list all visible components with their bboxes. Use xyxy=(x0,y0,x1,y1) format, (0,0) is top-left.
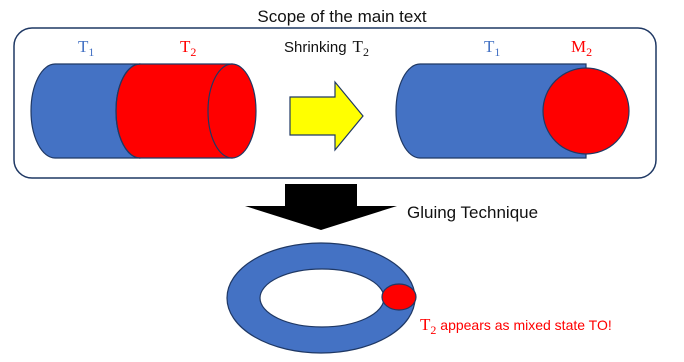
label-t2: T2 xyxy=(180,37,196,59)
end-cap xyxy=(207,63,257,159)
label-t1-right: T1 xyxy=(484,37,500,59)
down-arrow xyxy=(245,184,397,230)
t1-segment-right xyxy=(395,63,587,159)
shrink-arrow xyxy=(289,80,364,152)
t1-segment xyxy=(30,63,141,159)
gluing-label: Gluing Technique xyxy=(407,203,538,222)
torus xyxy=(226,242,417,354)
scope-title: Scope of the main text xyxy=(257,7,426,26)
left-cylinder xyxy=(30,63,257,159)
label-m2: M2 xyxy=(571,37,592,59)
right-cylinder xyxy=(395,63,630,159)
label-t1: T1 xyxy=(78,37,94,59)
seam-arc xyxy=(115,63,141,159)
mixed-state-note: T2 appears as mixed state TO! xyxy=(420,315,612,337)
m2-disk xyxy=(542,67,630,155)
t2-spot xyxy=(381,283,417,311)
